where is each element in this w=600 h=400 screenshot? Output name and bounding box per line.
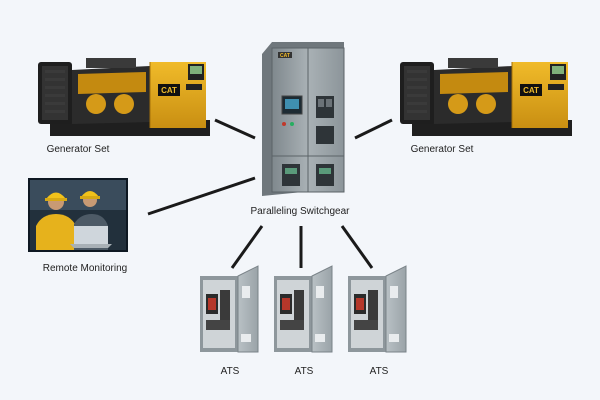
ats-3-label: ATS [369,366,389,377]
cat-badge-right: CAT [523,86,539,95]
connector-remote-switch [147,176,256,216]
connectors [147,118,393,269]
remote-monitoring-photo [28,178,128,252]
ats-cabinet-1 [200,265,259,353]
ats-1-label: ATS [220,366,240,377]
cat-badge-switchgear: CAT [280,53,290,59]
generator-set-left: CAT [38,58,210,136]
generator-set-right: CAT [400,58,572,136]
generator-set-left-label: Generator Set [46,144,110,155]
switchgear-label: Paralleling Switchgear [250,206,350,217]
paralleling-switchgear: CAT [262,42,345,196]
generator-set-right-label: Generator Set [410,144,474,155]
ats-cabinet-3 [348,265,407,353]
ats-2-label: ATS [294,366,314,377]
connector-switch-ats-1 [230,225,264,269]
connector-switch-ats-3 [340,225,374,269]
ats-cabinet-2 [274,265,333,353]
remote-monitoring-label: Remote Monitoring [42,263,128,274]
connector-gen-left-switch [214,118,256,140]
connector-gen-right-switch [354,118,393,140]
cat-badge-left: CAT [161,86,177,95]
